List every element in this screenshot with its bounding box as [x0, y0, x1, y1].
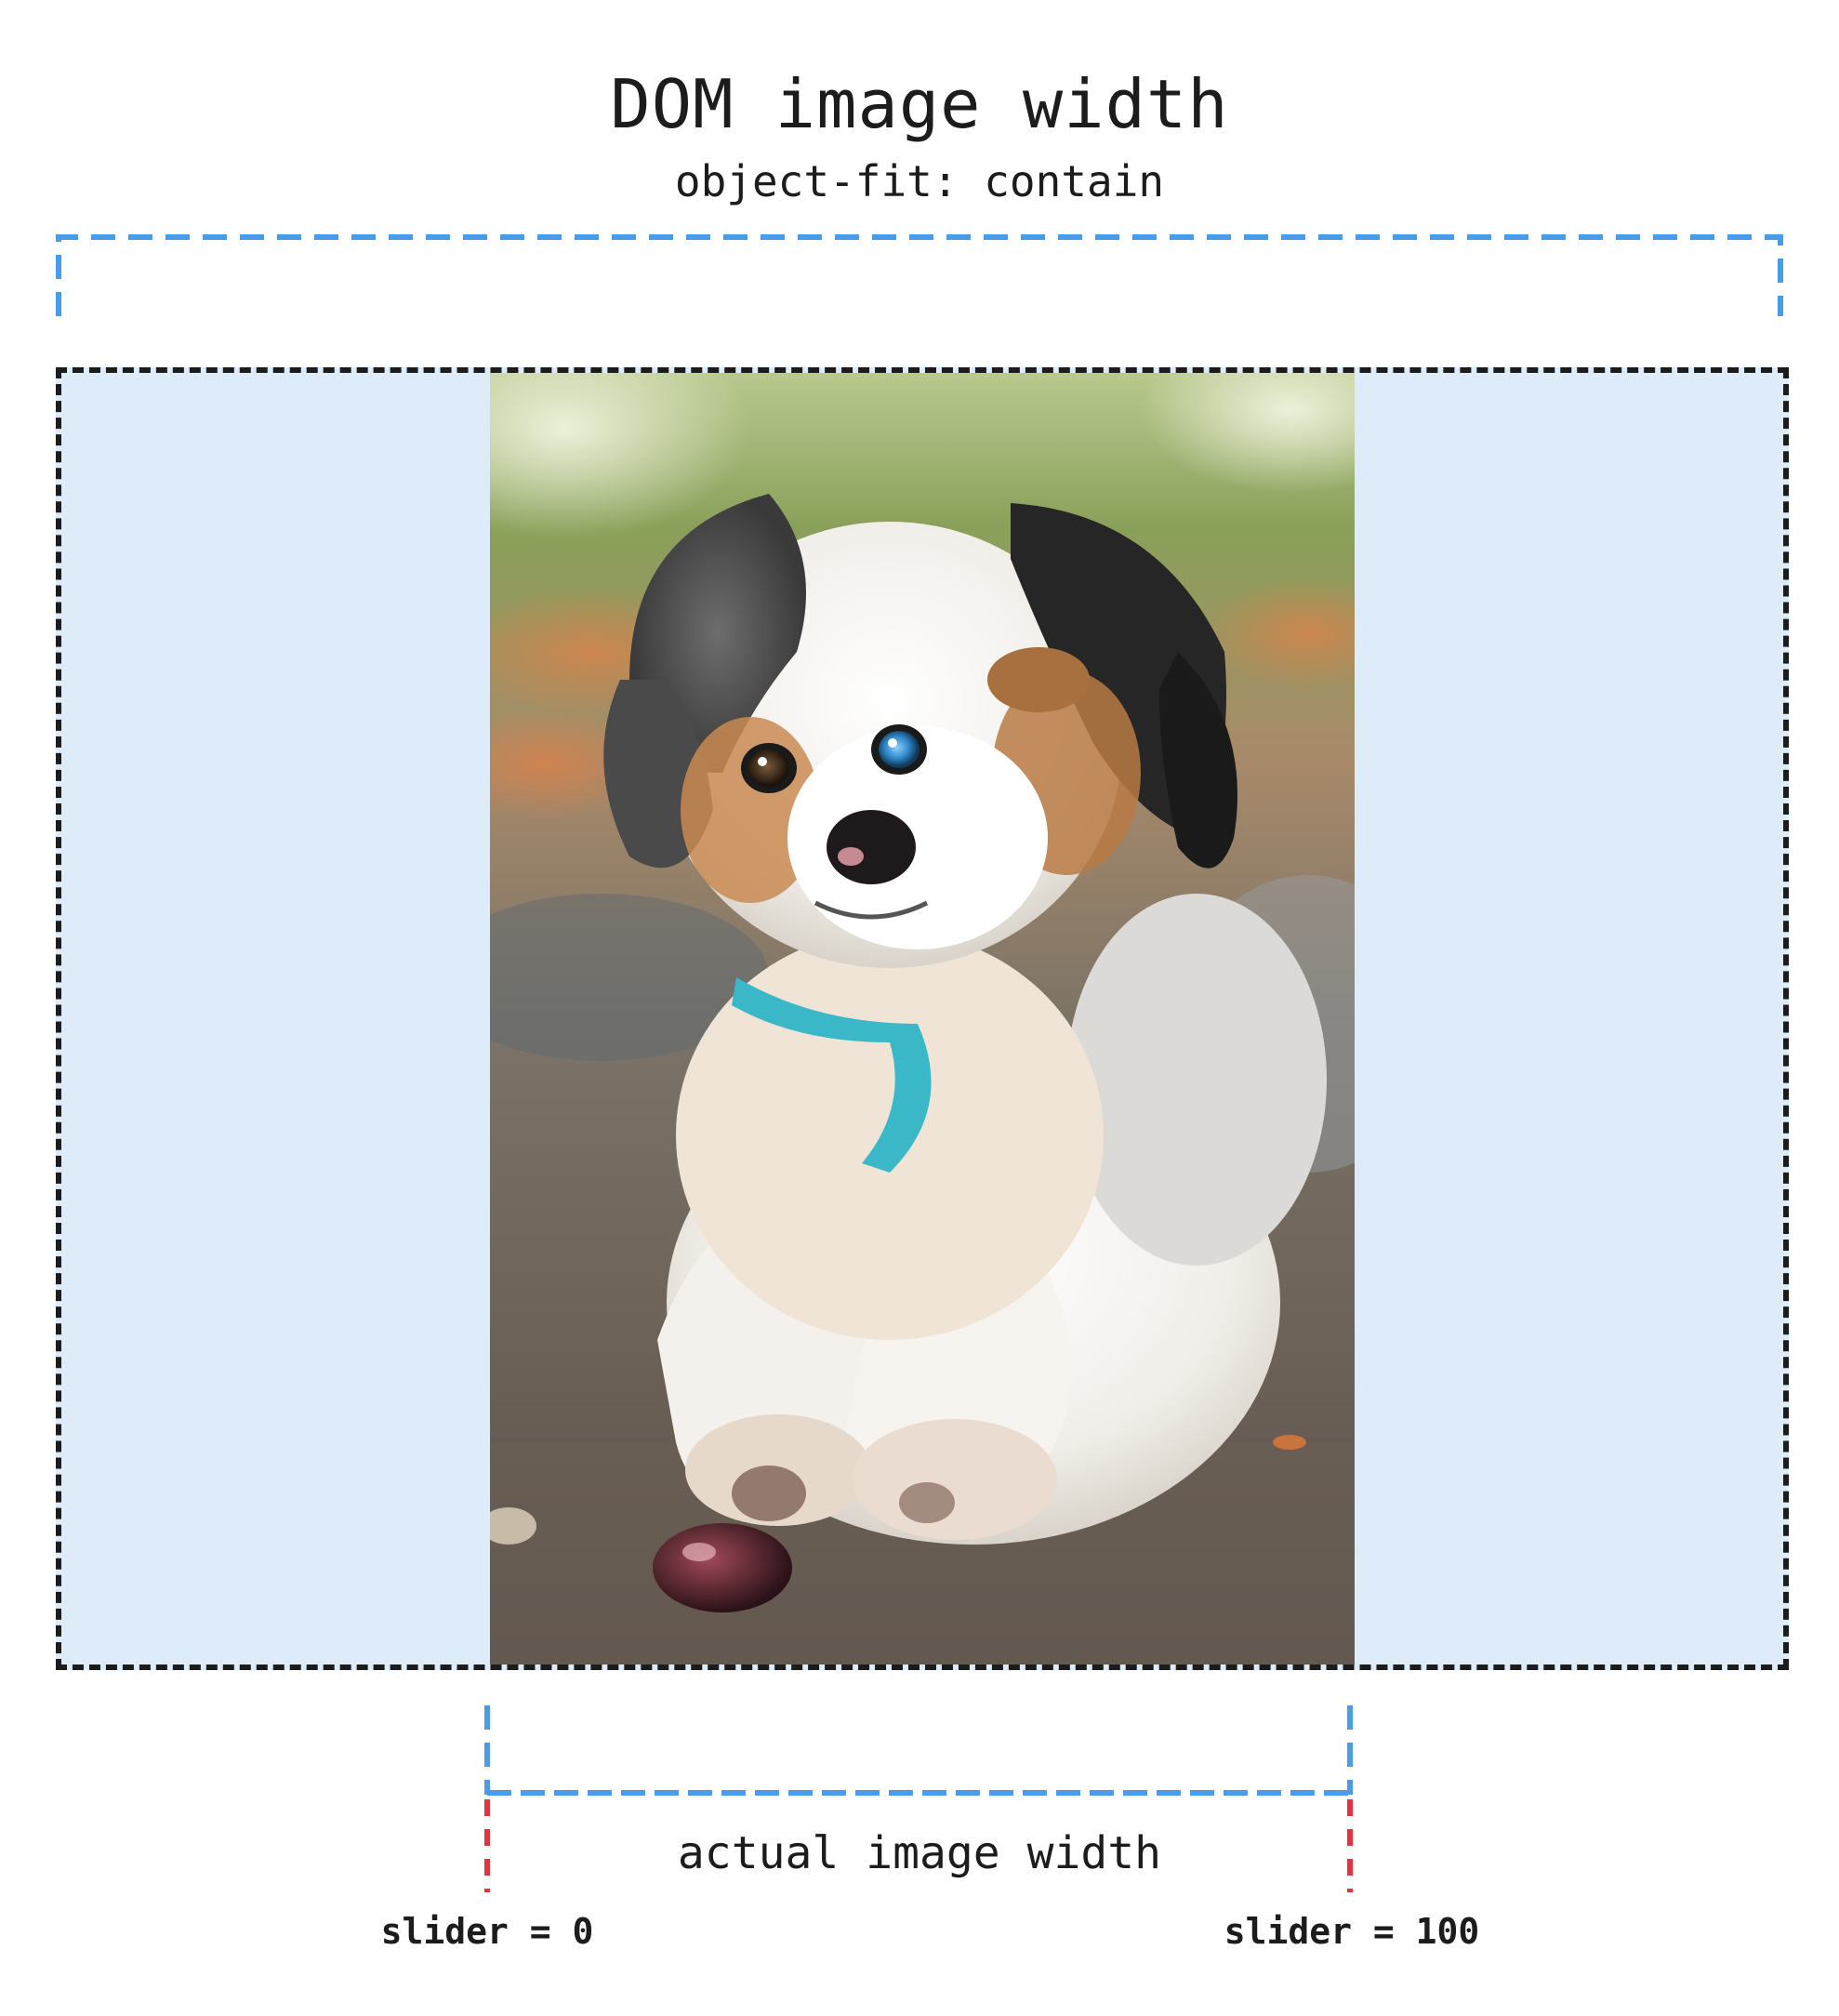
- slider-max-label: slider = 100: [1224, 1911, 1480, 1952]
- dom-image-box: [56, 367, 1789, 1670]
- page-subtitle: object-fit: contain: [674, 156, 1165, 206]
- slider-range-markers: [484, 1799, 1353, 1892]
- actual-width-marker: [484, 1705, 1353, 1892]
- puppy-photo: [490, 373, 1355, 1665]
- slider-min-label: slider = 0: [380, 1911, 594, 1952]
- dom-width-bracket: [56, 234, 1783, 316]
- actual-width-bracket: [484, 1705, 1353, 1796]
- page-title: DOM image width: [610, 65, 1229, 143]
- actual-image-width-label: actual image width: [677, 1827, 1162, 1879]
